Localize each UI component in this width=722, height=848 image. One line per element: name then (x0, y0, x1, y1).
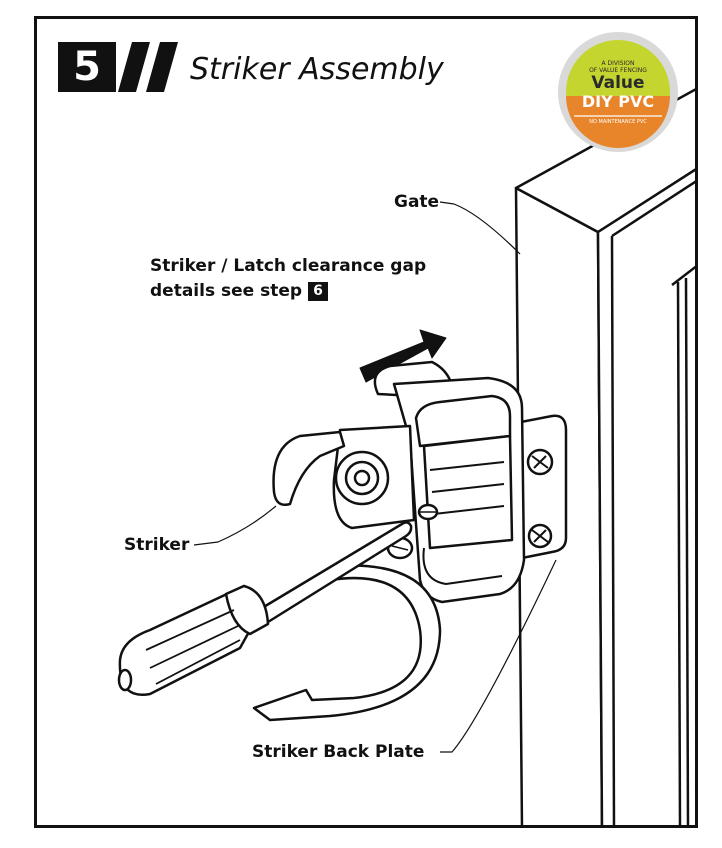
logo-division-text: A DIVISION OF VALUE FENCING (578, 60, 658, 74)
logo-brand-value: Value (591, 73, 645, 93)
clearance-note-line2-text: details see step (150, 281, 303, 301)
brand-logo (558, 32, 678, 152)
screwdriver (117, 521, 413, 697)
gate-label: Gate (394, 192, 440, 212)
clearance-note: Striker / Latch clearance gap details se… (150, 254, 426, 304)
striker-body (272, 360, 526, 604)
logo-division-line1: A DIVISION (601, 60, 635, 67)
striker-label: Striker (124, 535, 190, 555)
panel-frame (34, 16, 698, 828)
leader-lines (193, 201, 557, 753)
gate-post (514, 88, 695, 825)
rotation-arrow (252, 564, 442, 722)
logo-brand-diy: DIY PVC (581, 92, 655, 111)
step-ref-badge: 6 (308, 282, 329, 301)
back-plate-label: Striker Back Plate (252, 742, 425, 762)
logo-tagline: NO MAINTENANCE PVC (589, 119, 647, 125)
logo-division-line2: OF VALUE FENCING (589, 67, 647, 74)
step-title: Striker Assembly (190, 52, 444, 87)
clearance-note-line1: Striker / Latch clearance gap (150, 256, 427, 276)
step-number-badge: 5 (58, 42, 116, 92)
slash-marks-icon (118, 42, 178, 92)
clearance-note-line2: details see step 6 (150, 279, 426, 304)
